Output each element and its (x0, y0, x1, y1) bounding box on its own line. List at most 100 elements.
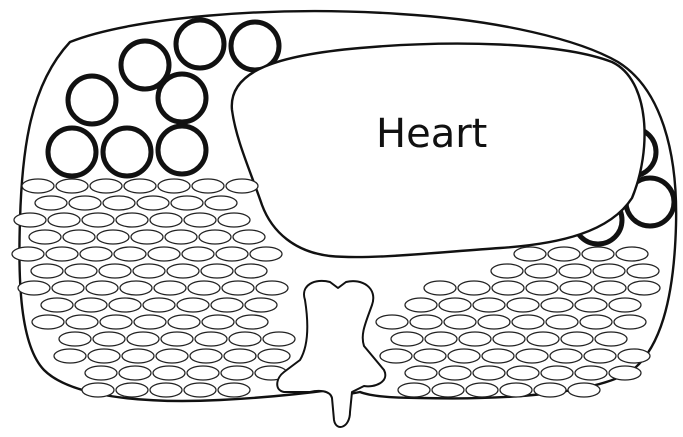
lung-alveolus (616, 247, 648, 261)
lung-alveolus (103, 196, 135, 210)
lung-alveolus (85, 366, 117, 380)
lung-alveolus (48, 213, 80, 227)
lung-alveolus (143, 298, 175, 312)
lung-alveolus (473, 298, 505, 312)
lung-alveolus (229, 332, 261, 346)
lung-alveolus (541, 366, 573, 380)
lung-alveolus (190, 349, 222, 363)
lung-alveolus (99, 264, 131, 278)
lung-alveolus (466, 383, 498, 397)
lung-alveolus (165, 230, 197, 244)
lung-alveolus (575, 298, 607, 312)
lung-alveolus (541, 298, 573, 312)
lung-alveolus (493, 332, 525, 346)
lung-alveolus (150, 383, 182, 397)
lung-alveolus (439, 366, 471, 380)
lung-alveolus (192, 179, 224, 193)
air-bubble (176, 20, 224, 68)
lung-alveolus (195, 332, 227, 346)
lung-alveolus (82, 383, 114, 397)
lung-alveolus (226, 179, 258, 193)
lung-alveolus (124, 179, 156, 193)
lung-alveolus (122, 349, 154, 363)
lung-alveolus (245, 298, 277, 312)
lung-alveolus (80, 247, 112, 261)
lung-alveolus (250, 247, 282, 261)
lung-alveolus (473, 366, 505, 380)
lung-alveolus (218, 213, 250, 227)
lung-alveolus (575, 366, 607, 380)
lung-alveolus (127, 332, 159, 346)
lung-alveolus (527, 332, 559, 346)
lung-alveolus (550, 349, 582, 363)
lung-alveolus (188, 281, 220, 295)
lung-alveolus (150, 213, 182, 227)
air-bubble (158, 126, 206, 174)
lung-alveolus (595, 332, 627, 346)
lung-alveolus (65, 264, 97, 278)
lung-alveolus (391, 332, 423, 346)
lung-alveolus (492, 281, 524, 295)
lung-alveolus (398, 383, 430, 397)
lung-alveolus (199, 230, 231, 244)
lung-alveolus (439, 298, 471, 312)
lung-alveolus (202, 315, 234, 329)
lung-alveolus (263, 332, 295, 346)
lung-alveolus (582, 247, 614, 261)
lung-alveolus (568, 383, 600, 397)
lung-alveolus (224, 349, 256, 363)
lung-alveolus (54, 349, 86, 363)
lung-alveolus (119, 366, 151, 380)
lung-alveolus (593, 264, 625, 278)
lung-alveolus (559, 264, 591, 278)
lung-alveolus (22, 179, 54, 193)
lung-alveolus (131, 230, 163, 244)
lung-alveolus (211, 298, 243, 312)
lung-alveolus (507, 366, 539, 380)
lung-alveolus (560, 281, 592, 295)
lung-alveolus (482, 349, 514, 363)
lung-alveolus (184, 213, 216, 227)
lung-alveolus (458, 281, 490, 295)
lung-alveolus (88, 349, 120, 363)
lung-alveolus (405, 298, 437, 312)
lung-alveolus (618, 349, 650, 363)
lung-alveolus (594, 281, 626, 295)
lung-alveolus (491, 264, 523, 278)
lung-alveolus (526, 281, 558, 295)
lung-alveolus (153, 366, 185, 380)
air-bubble (158, 74, 206, 122)
lung-alveolus (90, 179, 122, 193)
lung-alveolus (216, 247, 248, 261)
lung-alveolus (154, 281, 186, 295)
lung-alveolus (46, 247, 78, 261)
lung-alveolus (414, 349, 446, 363)
lung-alveolus (137, 196, 169, 210)
lung-alveolus (161, 332, 193, 346)
lung-alveolus (148, 247, 180, 261)
lung-alveolus (478, 315, 510, 329)
lung-alveolus (29, 230, 61, 244)
lung-alveolus (221, 366, 253, 380)
lung-alveolus (405, 366, 437, 380)
lung-alveolus (171, 196, 203, 210)
lung-alveolus (31, 264, 63, 278)
air-bubble (103, 128, 151, 176)
lung-alveolus (114, 247, 146, 261)
lung-alveolus (236, 315, 268, 329)
lung-alveolus (75, 298, 107, 312)
lung-alveolus (177, 298, 209, 312)
lung-alveolus (14, 213, 46, 227)
lung-alveolus (580, 315, 612, 329)
lung-alveolus (380, 349, 412, 363)
lung-alveolus (187, 366, 219, 380)
lung-alveolus (233, 230, 265, 244)
lung-alveolus (376, 315, 408, 329)
lung-alveolus (52, 281, 84, 295)
lung-alveolus (134, 315, 166, 329)
lung-alveolus (97, 230, 129, 244)
lung-alveolus (116, 213, 148, 227)
lung-alveolus (182, 247, 214, 261)
lung-alveolus (516, 349, 548, 363)
